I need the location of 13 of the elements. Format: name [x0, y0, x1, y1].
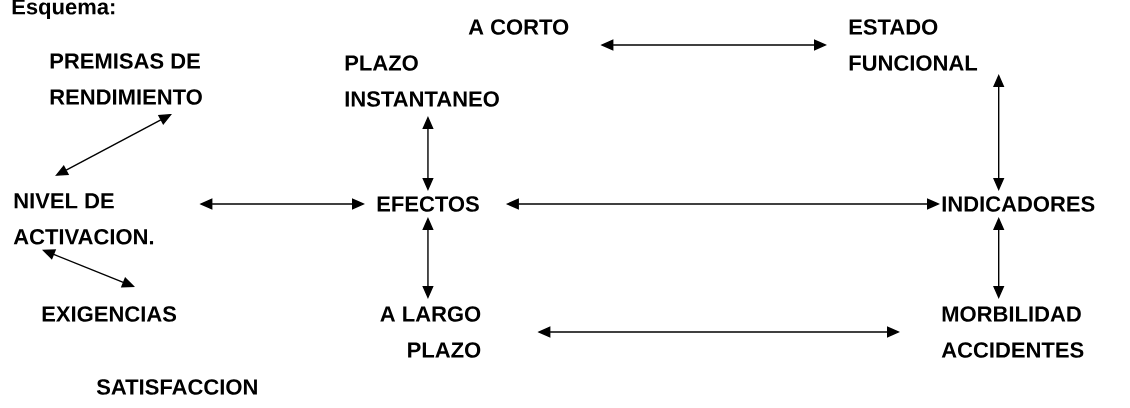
heading: Esquema: — [12, 0, 115, 19]
node-label: NIVEL DE ACTIVACION. — [13, 193, 154, 245]
node-label: ESTADO FUNCIONAL — [849, 19, 978, 71]
arrow — [42, 249, 135, 288]
node-label: EFECTOS — [377, 196, 479, 212]
node-label: A LARGO PLAZO — [380, 306, 481, 358]
node-label: PREMISAS DE RENDIMIENTO — [50, 53, 202, 105]
node-label: A CORTO PLAZO INSTANTANEO — [345, 19, 569, 107]
node-label: MORBILIDAD ACCIDENTES — [941, 306, 1084, 358]
node-label: INDICADORES — [942, 196, 1095, 212]
label: SATISFACCION — [96, 379, 257, 395]
node-label: EXIGENCIAS — [42, 306, 177, 322]
arrow — [55, 114, 172, 176]
